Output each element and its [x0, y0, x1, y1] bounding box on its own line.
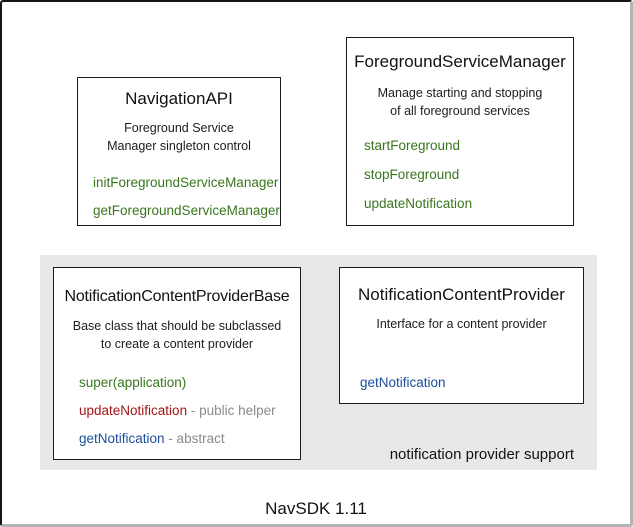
- foreground-service-manager-box: ForegroundServiceManager Manage starting…: [346, 37, 574, 226]
- method-getNotification: getNotification: [360, 375, 446, 390]
- description-line: Foreground Service: [124, 121, 234, 135]
- method-startForeground: startForeground: [364, 138, 461, 153]
- diagram-footer-version: NavSDK 1.11: [265, 499, 367, 518]
- notification-content-provider-title: NotificationContentProvider: [358, 285, 565, 304]
- panel-caption: notification provider support: [389, 446, 574, 463]
- navigation-api-methods: initForegroundServiceManager getForegrou…: [78, 175, 280, 219]
- foreground-service-manager-methods: startForeground stopForeground updateNot…: [347, 138, 573, 212]
- foreground-service-manager-title: ForegroundServiceManager: [354, 52, 566, 71]
- notification-content-provider-base-box: NotificationContentProviderBase Base cla…: [53, 267, 301, 460]
- description-line: Manage starting and stopping: [377, 86, 543, 100]
- method-getNotification: getNotification: [79, 431, 165, 446]
- method-initForegroundServiceManager: initForegroundServiceManager: [93, 175, 279, 190]
- navigation-api-description: Foreground Service Manager singleton con…: [78, 119, 280, 155]
- navigation-api-box: NavigationAPI Foreground Service Manager…: [77, 77, 281, 226]
- notification-content-provider-methods: getNotification: [340, 375, 583, 391]
- method-suffix-public-helper: - public helper: [187, 403, 276, 418]
- method-stopForeground: stopForeground: [364, 167, 460, 182]
- notification-content-provider-box: NotificationContentProvider Interface fo…: [339, 267, 584, 404]
- description-line: Interface for a content provider: [376, 317, 547, 331]
- description-line: Base class that should be subclassed: [72, 319, 282, 333]
- navigation-api-title: NavigationAPI: [125, 89, 233, 108]
- notification-content-provider-description: Interface for a content provider: [340, 315, 583, 333]
- notification-content-provider-base-description: Base class that should be subclassed to …: [54, 317, 300, 353]
- description-line: to create a content provider: [100, 337, 254, 351]
- method-suffix-abstract: - abstract: [164, 431, 225, 446]
- method-super-application: super(application): [79, 375, 187, 390]
- description-line: Manager singleton control: [107, 139, 251, 153]
- method-updateNotification: updateNotification: [364, 196, 473, 211]
- method-updateNotification: updateNotification: [79, 403, 188, 418]
- method-getForegroundServiceManager: getForegroundServiceManager: [93, 203, 280, 218]
- notification-content-provider-base-title: NotificationContentProviderBase: [64, 288, 290, 305]
- notification-content-provider-base-methods: super(application) updateNotification - …: [54, 375, 300, 447]
- description-line: of all foreground services: [390, 104, 530, 118]
- foreground-service-manager-description: Manage starting and stopping of all fore…: [347, 84, 573, 120]
